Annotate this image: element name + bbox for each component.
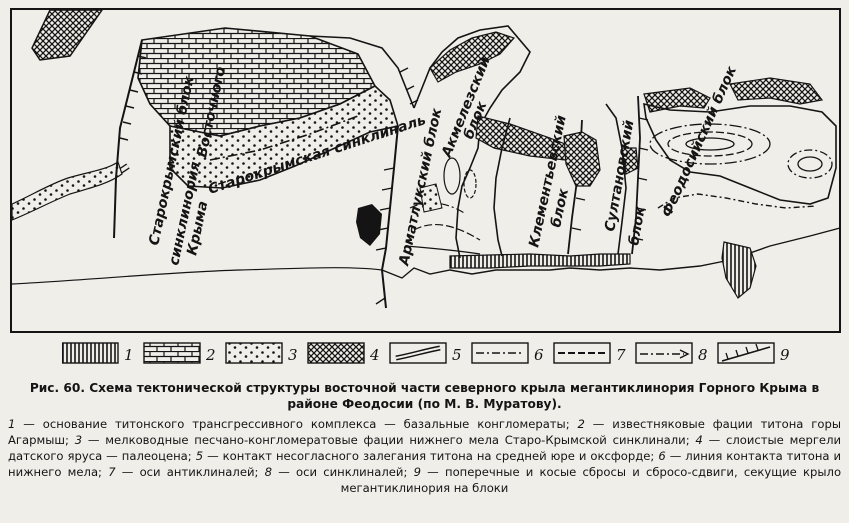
legend-item-3: 3: [225, 342, 298, 364]
caption-entry-num: 6: [658, 449, 666, 463]
legend-item-8: 8: [635, 342, 708, 364]
caption-entry-num: 1: [8, 417, 16, 431]
syncline-inner: [209, 115, 359, 161]
western-dotted-band: [11, 161, 123, 221]
legend-num: 2: [205, 346, 216, 364]
legend-num: 6: [534, 346, 544, 364]
armatluk-folds: [405, 157, 481, 255]
caption-entry-text: оси синклиналей;: [296, 465, 408, 479]
legend-num: 9: [780, 346, 790, 364]
klementevsky-crosshatch: [563, 131, 601, 187]
caption-entry-num: 7: [108, 465, 116, 479]
feodosiysky-coast: [643, 102, 837, 205]
legend-num: 5: [452, 346, 462, 364]
isolated-outcrop: [356, 204, 382, 246]
legend-num: 3: [288, 346, 298, 364]
figure-caption-body: 1 — основание титонского трансгрессивног…: [8, 417, 842, 495]
caption-entry-num: 9: [413, 465, 421, 479]
danian-marl-strip-nw: [31, 9, 104, 61]
akmelez-crosshatch-2: [475, 115, 571, 161]
tectonic-map: Старокрымский блок Восточного Старокрымс…: [10, 8, 841, 333]
feodosiysky-anticline-folds: [649, 123, 833, 179]
caption-entry-text: линия контакта титона и нижнего мела;: [8, 449, 842, 479]
caption-entry-num: 5: [195, 449, 204, 463]
legend-item-1: 1: [62, 342, 134, 364]
legend-swatch-dash-dot-arrow: [635, 342, 693, 364]
legend-item-9: 9: [717, 342, 790, 364]
feodosiysky-tick-fault: [657, 193, 817, 209]
caption-entry-num: 3: [74, 433, 83, 447]
legend-num: 1: [124, 346, 134, 364]
caption-entry-text: известняковые фации титона горы Агармыш;: [8, 417, 842, 447]
caption-entry-text: контакт несогласного залегания титона на…: [222, 449, 655, 463]
akmelez-crosshatch: [429, 31, 516, 83]
caption-entry-text: слоистые мергели датского яруса — палеоц…: [8, 433, 842, 463]
caption-entry-num: 8: [264, 465, 273, 479]
caption-entry-num: 4: [695, 433, 703, 447]
legend-swatch-brick: [143, 342, 201, 364]
caption-entry-text: оси антиклиналей;: [139, 465, 259, 479]
legend-num: 7: [616, 346, 626, 364]
armatluk-dotted: [419, 183, 443, 213]
sultanovsky-crosshatch: [621, 147, 639, 175]
feodosiysky-crosshatch-ne: [729, 77, 824, 105]
legend-swatch-dots: [225, 342, 283, 364]
caption-entry-text: основание титонского трансгрессивного ко…: [42, 417, 570, 431]
caption-entry-num: 2: [577, 417, 585, 431]
legend-swatch-vertical-hatch: [62, 342, 119, 364]
legend-num: 8: [698, 346, 708, 364]
legend-item-2: 2: [143, 342, 216, 364]
label-sultanovsky-blok: блок: [626, 205, 649, 247]
se-hatch-band: [721, 241, 757, 299]
feodosiysky-crosshatch-n: [643, 87, 711, 113]
northern-coastline: [309, 35, 415, 109]
caption-entry-text: мелководные песчано-конгломератовые фаци…: [105, 433, 690, 447]
legend-num: 4: [369, 346, 380, 364]
legend-item-4: 4: [307, 342, 380, 364]
figure-caption-title: Рис. 60. Схема тектонической структуры в…: [29, 381, 820, 411]
legend: 1 2 3 4 5 6 7 8 9: [62, 342, 790, 364]
sultanovsky-fault-west: [605, 103, 627, 255]
southern-double-contact: [11, 267, 383, 285]
caption-entry-text: поперечные и косые сбросы и сбросо-сдвиг…: [340, 465, 842, 495]
legend-swatch-crosshatch: [307, 342, 365, 364]
southern-hatch-band: [449, 253, 631, 269]
akmelez-block-west-boundary: [413, 25, 531, 259]
legend-item-6: 6: [471, 342, 544, 364]
starokrymskaya-syncline-belt: [169, 85, 400, 189]
legend-item-7: 7: [553, 342, 626, 364]
klementevsky-fault-west: [493, 117, 511, 257]
legend-item-5: 5: [389, 342, 462, 364]
